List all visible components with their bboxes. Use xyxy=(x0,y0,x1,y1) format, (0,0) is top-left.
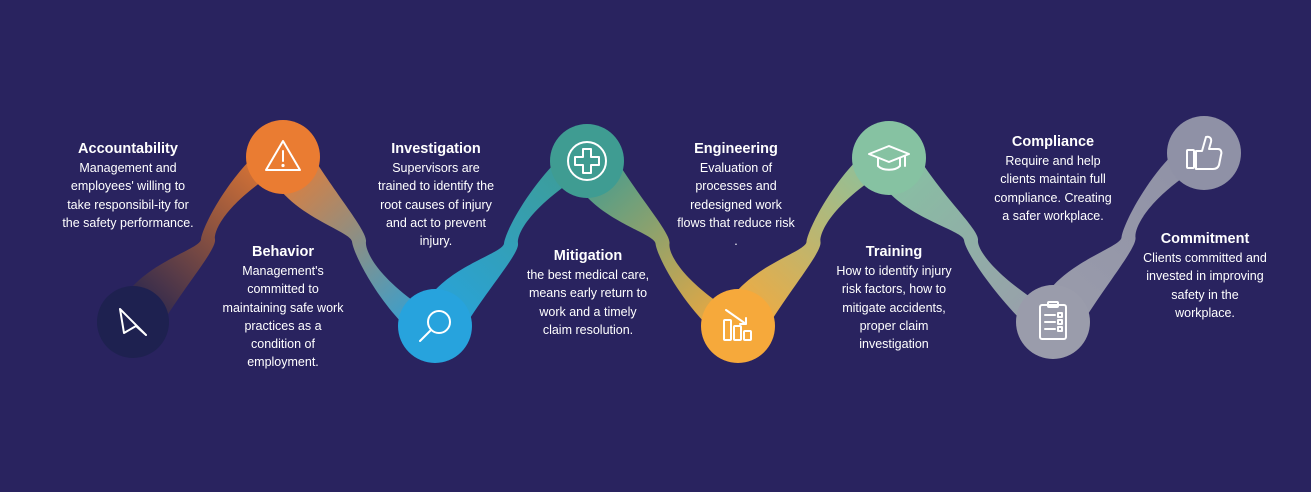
declining-chart-icon xyxy=(723,309,752,341)
step-description: Clients committed and invested in improv… xyxy=(1143,251,1267,320)
step-title: Commitment xyxy=(1160,231,1250,247)
connector-ribbon xyxy=(720,158,907,326)
medical-cross-icon xyxy=(567,141,607,181)
magnifier-icon xyxy=(419,310,451,342)
connector-ribbon xyxy=(417,161,605,326)
step-engineering: Engineering Evaluation of processes and … xyxy=(677,140,795,250)
step-description: Management's committed to maintaining sa… xyxy=(222,264,344,370)
graduation-cap-icon xyxy=(868,145,910,171)
step-title: Compliance xyxy=(1011,134,1095,150)
step-description: Evaluation of processes and redesigned w… xyxy=(677,161,795,249)
step-node xyxy=(550,124,624,198)
step-node xyxy=(1167,116,1241,190)
step-behavior: Behavior Management's committed to maint… xyxy=(219,243,347,372)
thumbs-up-icon xyxy=(1186,135,1223,170)
warning-icon xyxy=(265,140,301,171)
step-commitment: Commitment Clients committed and investe… xyxy=(1143,230,1268,322)
connector-ribbon xyxy=(1035,153,1222,322)
step-investigation: Investigation Supervisors are trained to… xyxy=(372,140,500,250)
step-title: Training xyxy=(865,244,923,260)
step-title: Accountability xyxy=(78,141,178,157)
step-training: Training How to identify injury risk fac… xyxy=(828,243,960,353)
step-title: Engineering xyxy=(694,141,778,157)
step-node xyxy=(852,121,926,195)
step-compliance: Compliance Require and help clients main… xyxy=(992,133,1114,225)
step-accountability: Accountability Management and employees'… xyxy=(61,140,196,232)
step-mitigation: Mitigation the best medical care, means … xyxy=(524,247,652,339)
connector-ribbon xyxy=(569,161,756,326)
step-description: Management and employees' willing to tak… xyxy=(62,161,194,230)
step-title: Mitigation xyxy=(553,248,623,264)
step-node xyxy=(398,289,472,363)
step-title: Investigation xyxy=(391,141,481,157)
step-description: Require and help clients maintain full c… xyxy=(994,154,1112,223)
step-description: Supervisors are trained to identify the … xyxy=(377,161,495,249)
arrow-cursor-icon xyxy=(119,308,147,336)
checklist-icon xyxy=(1039,301,1067,340)
step-title: Behavior xyxy=(251,244,315,260)
step-description: How to identify injury risk factors, how… xyxy=(836,264,952,352)
connector-ribbon xyxy=(115,157,301,322)
connector-ribbon xyxy=(265,157,453,326)
connector-ribbon xyxy=(871,158,1071,322)
step-description: the best medical care, means early retur… xyxy=(526,268,650,337)
